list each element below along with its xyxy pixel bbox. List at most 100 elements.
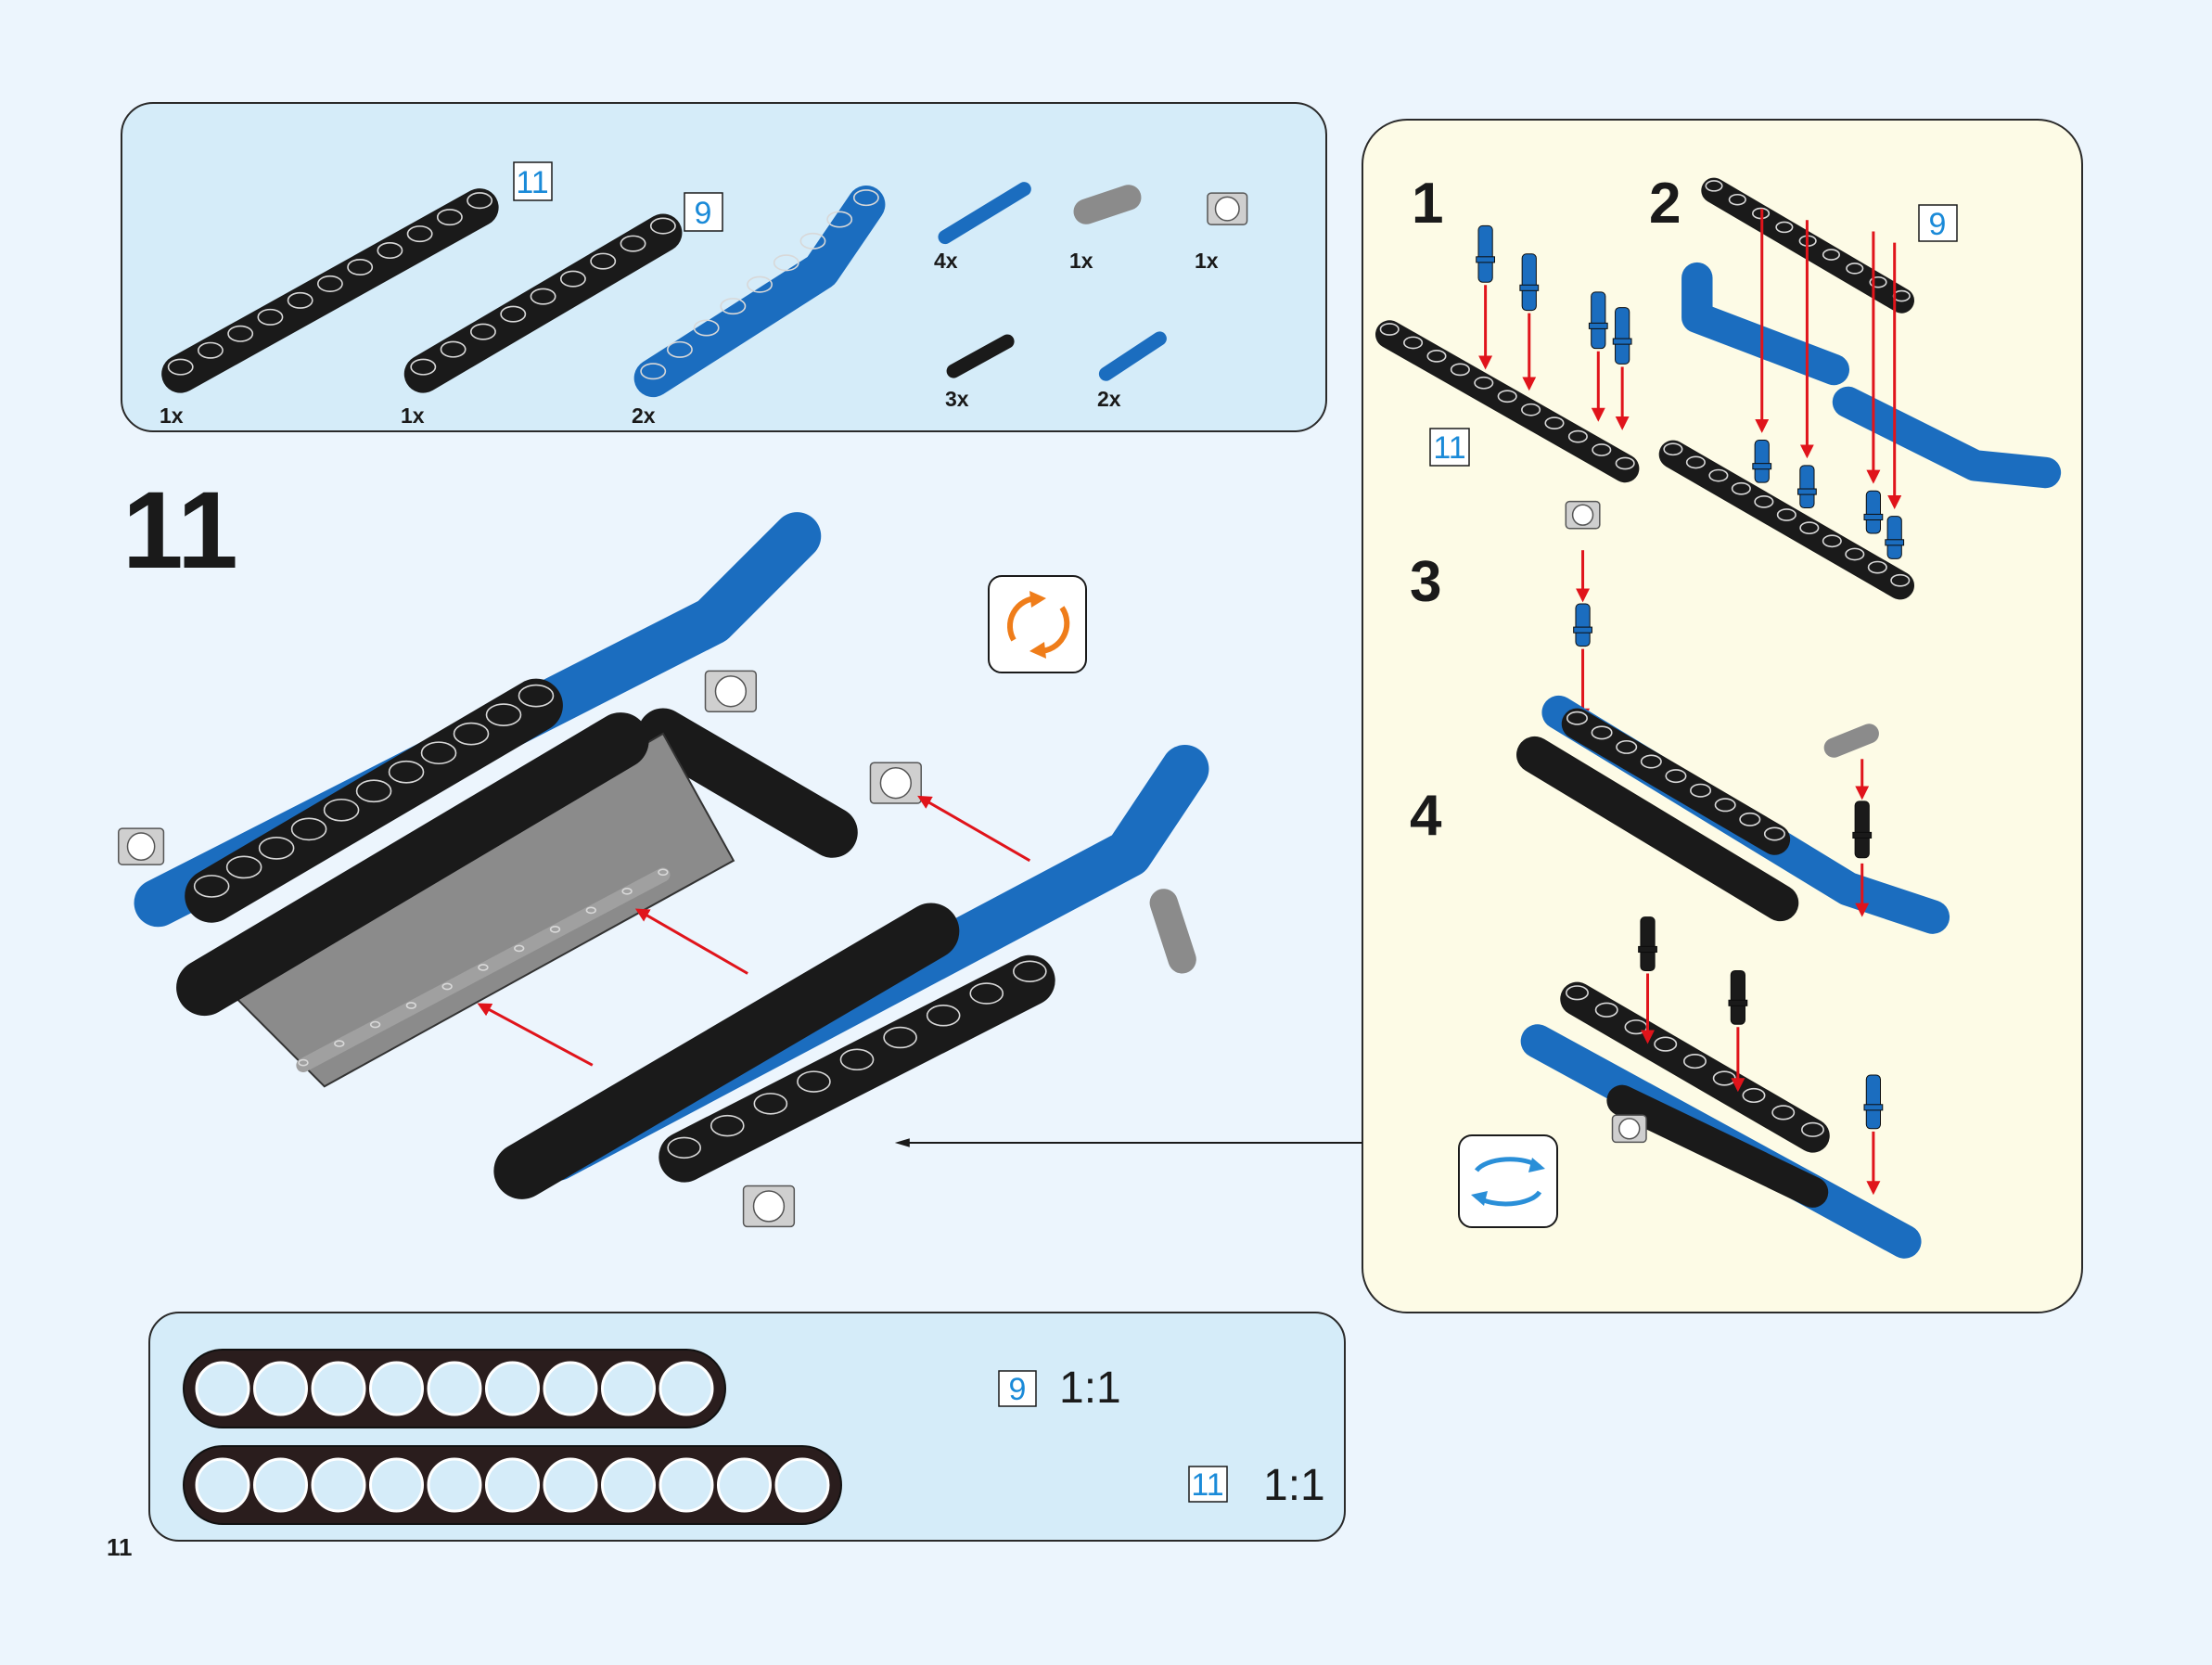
beam-hole xyxy=(693,319,720,337)
sub4-grey-connector xyxy=(1823,724,1879,758)
beam-hole xyxy=(1742,1087,1766,1104)
beam-hole xyxy=(1705,180,1723,192)
beam-hole xyxy=(1822,249,1841,261)
length-badge-9 xyxy=(684,192,723,232)
ruler-beam-hole xyxy=(601,1457,656,1513)
beam-hole xyxy=(549,926,561,933)
part-black-beam-11 xyxy=(161,188,499,393)
beam-hole xyxy=(1801,1121,1824,1137)
beam-hole xyxy=(355,779,392,803)
main-axle-connector-left xyxy=(118,827,165,865)
beam-hole xyxy=(1544,416,1565,430)
length-badge-9-text: 9 xyxy=(695,196,712,231)
main-black-beam-lower xyxy=(493,903,960,1199)
beam-hole xyxy=(710,1114,745,1137)
main-grey-connector-body xyxy=(1149,889,1196,974)
main-black-beam-cross xyxy=(637,708,858,858)
beam-hole xyxy=(667,1136,702,1159)
ruler-beam-hole xyxy=(369,1457,424,1513)
sub1-black-beam-11 xyxy=(1375,320,1640,483)
beam-hole xyxy=(514,944,525,953)
part-blue-bent-beam-body xyxy=(633,185,886,398)
sub3-blue-pin-collar xyxy=(1573,626,1592,634)
sub-assembly-panel: 1 2 3 4 11 9 xyxy=(1362,119,2083,1313)
parts-artwork xyxy=(161,182,1248,398)
ruler-beam-hole xyxy=(427,1457,482,1513)
sub-final-black-pin xyxy=(1638,916,1657,971)
ruler-length-badge-9-text: 9 xyxy=(1009,1372,1027,1407)
ruler-beam-hole xyxy=(311,1361,366,1416)
beam-hole xyxy=(441,982,453,991)
beam-hole xyxy=(1708,468,1729,482)
ruler-scale-9: 1:1 xyxy=(1059,1364,1121,1413)
beam-hole xyxy=(436,209,463,226)
main-black-beam-front xyxy=(176,712,649,1017)
main-axle-connector-top-hole xyxy=(714,675,748,708)
beam-hole xyxy=(773,254,799,272)
sub2-blue-bent-beam-a-body xyxy=(1681,262,1850,386)
main-axle-connector-bottom-hole xyxy=(752,1190,786,1223)
beam-hole xyxy=(290,817,327,841)
sub-final-black-pin xyxy=(1728,969,1748,1025)
beam-hole xyxy=(926,1005,961,1027)
sub-final-black-pin-collar xyxy=(1728,999,1748,1006)
sub-length-badge-9 xyxy=(1918,204,1958,242)
beam-hole xyxy=(839,1048,875,1071)
part-blue-pin-body xyxy=(938,182,1031,245)
sub-length-badge-11-text: 11 xyxy=(1433,430,1465,466)
beam-hole xyxy=(1775,221,1794,234)
beam-hole xyxy=(369,1020,381,1029)
sub1-blue-pin-collar xyxy=(1612,338,1632,345)
beam-hole xyxy=(410,358,437,376)
sub2-blue-pin-body xyxy=(1886,516,1902,559)
beam-hole xyxy=(287,291,313,309)
beam-hole xyxy=(388,760,425,784)
beam-hole xyxy=(1763,826,1785,841)
ruler-beam-hole xyxy=(369,1361,424,1416)
beam-hole xyxy=(225,855,262,879)
beam-hole xyxy=(753,1093,788,1115)
part-black-beam-9 xyxy=(403,213,683,393)
beam-hole xyxy=(1890,573,1911,587)
beam-hole xyxy=(467,192,493,210)
sub-final-black-pin-body xyxy=(1640,916,1656,971)
beam-hole xyxy=(1867,560,1887,574)
beam-hole xyxy=(1565,985,1589,1001)
ruler-beam-hole xyxy=(253,1361,308,1416)
beam-hole xyxy=(1013,960,1047,982)
beam-hole xyxy=(1869,275,1887,288)
sub4-black-pin-body xyxy=(1854,800,1870,859)
length-badge-11-text: 11 xyxy=(516,165,548,200)
sub-length-badge-11 xyxy=(1429,428,1470,467)
beam-hole xyxy=(1845,547,1865,561)
sub2-blue-pin xyxy=(1797,465,1817,509)
beam-hole xyxy=(470,323,496,340)
sub-step-4-label: 4 xyxy=(1410,784,1442,848)
beam-hole xyxy=(1846,263,1864,275)
beam-hole xyxy=(478,964,489,971)
sub3-blue-pin-body xyxy=(1575,603,1591,647)
beam-hole xyxy=(316,275,343,292)
beam-hole xyxy=(334,1040,345,1047)
beam-hole xyxy=(1739,812,1761,826)
sub-rotate-icon xyxy=(1458,1134,1558,1228)
sub1-blue-pin-collar xyxy=(1476,256,1495,263)
beam-hole xyxy=(1450,363,1470,377)
qty-blue-bent-beam: 2x xyxy=(632,403,656,428)
qty-blue-pin: 4x xyxy=(934,249,958,273)
beam-hole xyxy=(969,982,1004,1005)
beam-hole xyxy=(559,270,586,288)
ruler-beam-hole xyxy=(543,1457,598,1513)
ruler-beams xyxy=(183,1349,842,1525)
page-number: 11 xyxy=(107,1533,133,1561)
sub-final-black-beam-lower xyxy=(1606,1084,1829,1208)
beam-hole xyxy=(485,703,522,726)
ruler-beam-hole xyxy=(253,1457,308,1513)
beam-hole xyxy=(852,189,879,207)
beam-hole xyxy=(1683,1053,1707,1069)
main-axle-connector-bottom xyxy=(742,1185,796,1228)
ruler-length-badge-11 xyxy=(1188,1466,1228,1503)
beam-hole xyxy=(530,288,556,305)
part-lightgrey-connector xyxy=(1207,192,1248,225)
